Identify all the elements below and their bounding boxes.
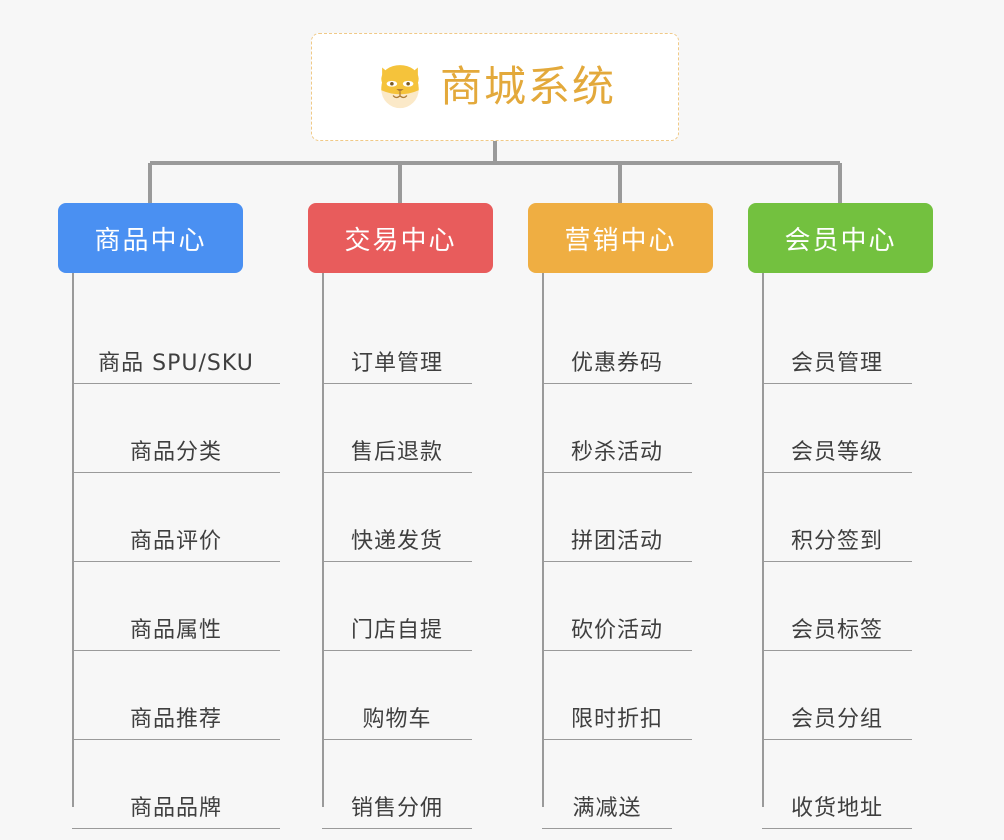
leaf-item[interactable]: 商品属性 bbox=[72, 562, 280, 651]
leaf-item-label: 会员分组 bbox=[790, 707, 883, 732]
leaf-item[interactable]: 快递发货 bbox=[322, 473, 472, 562]
leaf-item-label: 商品属性 bbox=[129, 618, 222, 643]
leaf-item[interactable]: 商品推荐 bbox=[72, 651, 280, 740]
leaf-spine bbox=[542, 273, 544, 807]
dog-face-icon bbox=[381, 65, 419, 109]
leaf-item-label: 积分签到 bbox=[790, 529, 883, 554]
leaf-item-label: 商品 SPU/SKU bbox=[98, 351, 254, 376]
leaf-item-label: 会员标签 bbox=[790, 618, 883, 643]
leaf-list-transaction: 订单管理 售后退款 快递发货 门店自提 购物车 销售分佣 bbox=[308, 273, 528, 829]
leaf-item[interactable]: 会员等级 bbox=[762, 384, 912, 473]
leaf-item[interactable]: 商品分类 bbox=[72, 384, 280, 473]
leaf-item[interactable]: 限时折扣 bbox=[542, 651, 692, 740]
leaf-item[interactable]: 购物车 bbox=[322, 651, 472, 740]
leaf-item[interactable]: 积分签到 bbox=[762, 473, 912, 562]
branch-column-marketing: 营销中心 优惠券码 秒杀活动 拼团活动 砍价活动 限时折扣 bbox=[528, 203, 748, 829]
branch-node-member[interactable]: 会员中心 bbox=[748, 203, 933, 273]
leaf-item-label: 收货地址 bbox=[790, 796, 883, 821]
leaf-item-label: 满减送 bbox=[572, 796, 642, 821]
leaf-item[interactable]: 销售分佣 bbox=[322, 740, 472, 829]
leaf-item-label: 门店自提 bbox=[350, 618, 443, 643]
leaf-item-label: 商品评价 bbox=[129, 529, 222, 554]
leaf-item-label: 销售分佣 bbox=[350, 796, 443, 821]
leaf-item-label: 会员等级 bbox=[790, 440, 883, 465]
leaf-item[interactable]: 会员分组 bbox=[762, 651, 912, 740]
root-node-card[interactable]: 商城系统 bbox=[311, 33, 679, 141]
leaf-item[interactable]: 会员管理 bbox=[762, 295, 912, 384]
leaf-item-label: 售后退款 bbox=[350, 440, 443, 465]
branch-node-label: 交易中心 bbox=[344, 225, 457, 256]
leaf-item-label: 优惠券码 bbox=[570, 351, 663, 376]
branch-column-member: 会员中心 会员管理 会员等级 积分签到 会员标签 会员分组 bbox=[748, 203, 968, 829]
leaf-spine bbox=[72, 273, 74, 807]
leaf-item[interactable]: 商品 SPU/SKU bbox=[72, 295, 280, 384]
branch-node-label: 营销中心 bbox=[564, 225, 677, 256]
branch-node-label: 会员中心 bbox=[784, 225, 897, 256]
leaf-item-label: 拼团活动 bbox=[570, 529, 663, 554]
leaf-item[interactable]: 秒杀活动 bbox=[542, 384, 692, 473]
leaf-item[interactable]: 商品评价 bbox=[72, 473, 280, 562]
leaf-item-label: 商品分类 bbox=[129, 440, 222, 465]
leaf-list-commodity: 商品 SPU/SKU 商品分类 商品评价 商品属性 商品推荐 商品品牌 bbox=[58, 273, 280, 829]
leaf-item[interactable]: 商品品牌 bbox=[72, 740, 280, 829]
branch-node-commodity[interactable]: 商品中心 bbox=[58, 203, 243, 273]
leaf-item-label: 购物车 bbox=[362, 707, 432, 732]
leaf-list-member: 会员管理 会员等级 积分签到 会员标签 会员分组 收货地址 bbox=[748, 273, 968, 829]
leaf-list-marketing: 优惠券码 秒杀活动 拼团活动 砍价活动 限时折扣 满减送 bbox=[528, 273, 748, 829]
leaf-item[interactable]: 满减送 bbox=[542, 740, 672, 829]
leaf-item-label: 商品品牌 bbox=[129, 796, 222, 821]
leaf-item[interactable]: 砍价活动 bbox=[542, 562, 692, 651]
leaf-item[interactable]: 门店自提 bbox=[322, 562, 472, 651]
leaf-spine bbox=[762, 273, 764, 807]
leaf-item[interactable]: 售后退款 bbox=[322, 384, 472, 473]
leaf-item[interactable]: 会员标签 bbox=[762, 562, 912, 651]
leaf-item-label: 限时折扣 bbox=[570, 707, 663, 732]
leaf-item-label: 砍价活动 bbox=[570, 618, 663, 643]
branch-node-marketing[interactable]: 营销中心 bbox=[528, 203, 713, 273]
branch-column-commodity: 商品中心 商品 SPU/SKU 商品分类 商品评价 商品属性 商品推荐 bbox=[58, 203, 280, 829]
leaf-item[interactable]: 订单管理 bbox=[322, 295, 472, 384]
leaf-item-label: 商品推荐 bbox=[129, 707, 222, 732]
branch-columns: 商品中心 商品 SPU/SKU 商品分类 商品评价 商品属性 商品推荐 bbox=[0, 203, 1004, 840]
root-node-title: 商城系统 bbox=[439, 62, 616, 111]
branch-node-label: 商品中心 bbox=[94, 225, 207, 256]
leaf-item[interactable]: 收货地址 bbox=[762, 740, 912, 829]
leaf-item-label: 会员管理 bbox=[790, 351, 883, 376]
leaf-item-label: 快递发货 bbox=[350, 529, 443, 554]
leaf-spine bbox=[322, 273, 324, 807]
leaf-item[interactable]: 优惠券码 bbox=[542, 295, 692, 384]
branch-node-transaction[interactable]: 交易中心 bbox=[308, 203, 493, 273]
leaf-item[interactable]: 拼团活动 bbox=[542, 473, 692, 562]
branch-column-transaction: 交易中心 订单管理 售后退款 快递发货 门店自提 购物车 bbox=[308, 203, 528, 829]
leaf-item-label: 秒杀活动 bbox=[570, 440, 663, 465]
leaf-item-label: 订单管理 bbox=[350, 351, 443, 376]
